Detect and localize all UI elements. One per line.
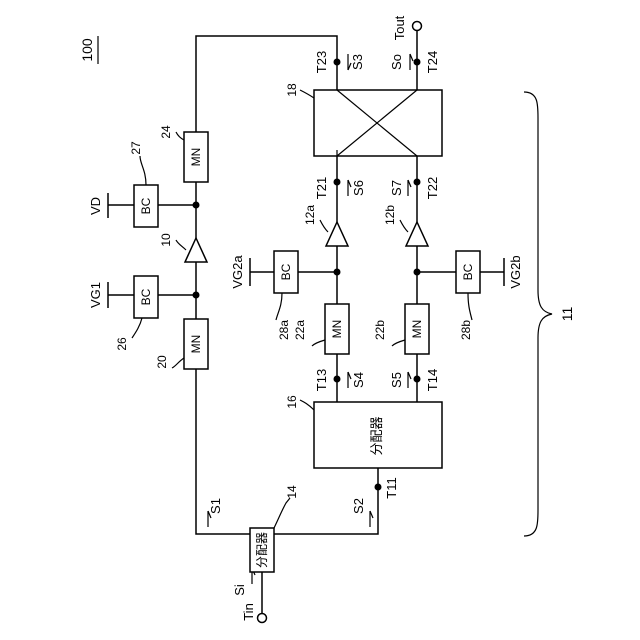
ref14-leader bbox=[274, 498, 290, 528]
ref28b-leader bbox=[468, 293, 472, 320]
si-label: Si bbox=[232, 584, 247, 596]
amp12b-triangle bbox=[406, 222, 428, 246]
s7-label: S7 bbox=[389, 180, 404, 196]
mn22b-label: MN bbox=[410, 320, 424, 339]
group-brace bbox=[524, 92, 552, 536]
ref26-leader bbox=[132, 318, 142, 338]
tin-label: Tin bbox=[241, 603, 256, 621]
vg2b-label: VG2b bbox=[508, 255, 523, 288]
t24-label: T24 bbox=[425, 51, 440, 73]
t22-node bbox=[414, 179, 421, 186]
ref22b-leader bbox=[392, 340, 405, 346]
vd-label: VD bbox=[88, 197, 103, 215]
s2-label: S2 bbox=[351, 498, 366, 514]
ref22a-leader bbox=[312, 340, 325, 346]
mn22a-label: MN bbox=[330, 320, 344, 339]
ref16-leader bbox=[300, 400, 314, 410]
ref12a-label: 12a bbox=[303, 205, 317, 225]
bc27-label: BC bbox=[139, 197, 153, 214]
ref10-label: 10 bbox=[159, 233, 173, 247]
ref27-leader bbox=[140, 156, 146, 185]
amp12a-triangle bbox=[326, 222, 348, 246]
ref28a-label: 28a bbox=[277, 320, 291, 340]
ref24-leader bbox=[176, 132, 184, 140]
amp10-triangle bbox=[185, 238, 207, 262]
ref26-label: 26 bbox=[115, 337, 129, 351]
tin-terminal-circle bbox=[258, 614, 267, 623]
s1-label: S1 bbox=[208, 498, 223, 514]
distributor-main-label: 分配器 bbox=[255, 532, 269, 568]
s5-label: S5 bbox=[389, 372, 404, 388]
combiner-block bbox=[314, 90, 442, 156]
t11-label: T11 bbox=[384, 477, 399, 498]
ref12b-label: 12b bbox=[383, 205, 397, 225]
ref12a-leader bbox=[320, 220, 328, 232]
ref24-label: 24 bbox=[159, 125, 173, 139]
t22-label: T22 bbox=[425, 177, 440, 199]
s3-label: S3 bbox=[350, 54, 365, 70]
t14-node bbox=[414, 376, 421, 383]
ref28b-label: 28b bbox=[459, 320, 473, 340]
t21-label: T21 bbox=[314, 177, 329, 199]
bc28b-label: BC bbox=[461, 263, 475, 280]
t11-node bbox=[375, 484, 382, 491]
s4-label: S4 bbox=[351, 372, 366, 388]
tout-terminal-circle bbox=[413, 22, 422, 31]
t21-node bbox=[334, 179, 341, 186]
ref27-label: 27 bbox=[129, 141, 143, 155]
ref10-leader bbox=[176, 240, 186, 250]
ref22b-label: 22b bbox=[373, 320, 387, 340]
ref18-label: 18 bbox=[285, 83, 299, 97]
ref28a-leader bbox=[276, 293, 282, 320]
t14-label: T14 bbox=[425, 369, 440, 391]
t23-label: T23 bbox=[314, 51, 329, 73]
vg2a-label: VG2a bbox=[230, 255, 245, 289]
s6-label: S6 bbox=[351, 180, 366, 196]
t13-node bbox=[334, 376, 341, 383]
bc26-label: BC bbox=[139, 288, 153, 305]
ref12b-leader bbox=[400, 220, 408, 232]
vg1-label: VG1 bbox=[88, 282, 103, 308]
t13-label: T13 bbox=[314, 369, 329, 391]
ref22a-label: 22a bbox=[293, 320, 307, 340]
bc28a-label: BC bbox=[279, 263, 293, 280]
mn24-label: MN bbox=[189, 148, 203, 167]
t23-node bbox=[334, 59, 341, 66]
ref14-label: 14 bbox=[285, 485, 299, 499]
wire-upper-branch bbox=[196, 369, 250, 534]
ref20-leader bbox=[172, 358, 184, 368]
group-label: 11 bbox=[559, 307, 575, 322]
so-label: So bbox=[389, 54, 404, 70]
tout-label: Tout bbox=[392, 15, 407, 40]
ref20-label: 20 bbox=[155, 355, 169, 369]
ref18-leader bbox=[300, 90, 314, 98]
figure-number: 100 bbox=[79, 38, 95, 62]
distributor-split-label: 分配器 bbox=[369, 416, 384, 455]
ref16-label: 16 bbox=[285, 395, 299, 409]
t24-node bbox=[414, 59, 421, 66]
mn20-label: MN bbox=[189, 335, 203, 354]
